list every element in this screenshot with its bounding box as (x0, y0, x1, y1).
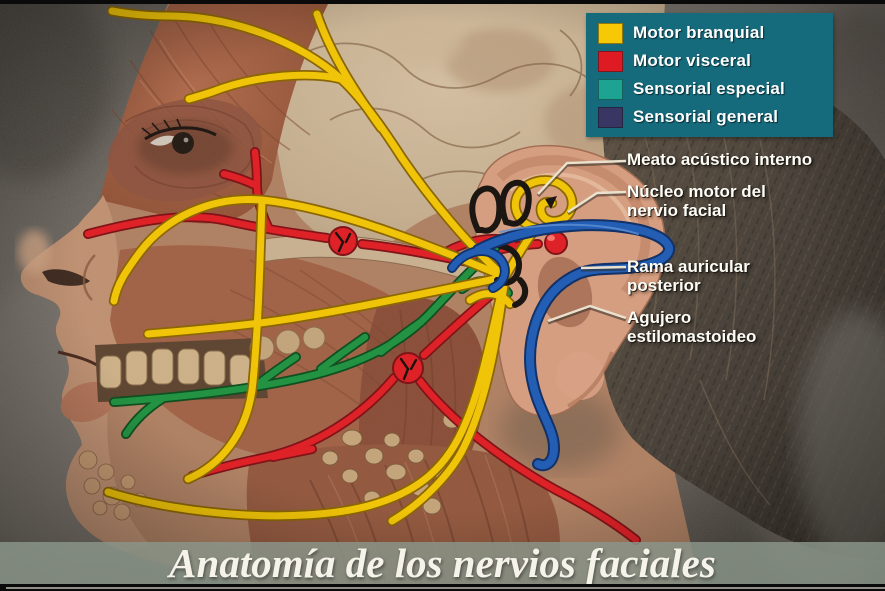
legend-box: Motor branquial Motor visceral Sensorial… (586, 13, 833, 137)
legend-swatch-red (598, 50, 623, 72)
label-agujero-estilomastoideo: Agujero estilomastoideo (627, 308, 757, 346)
page-title: Anatomía de los nervios faciales (169, 540, 716, 586)
label-nucleo-motor-nervio-facial: Núcleo motor del nervio facial (627, 182, 766, 220)
legend-label: Motor branquial (633, 23, 765, 42)
legend-swatch-navy (598, 106, 623, 128)
legend-label: Motor visceral (633, 51, 752, 70)
label-rama-auricular-posterior: Rama auricular posterior (627, 257, 750, 295)
top-black-bar (0, 0, 885, 4)
legend-swatch-yellow (598, 22, 623, 44)
legend-item-sensorial-especial: Sensorial especial (586, 78, 833, 100)
legend-label: Sensorial especial (633, 79, 785, 98)
legend-label: Sensorial general (633, 107, 779, 126)
title-band: Anatomía de los nervios faciales (0, 542, 885, 584)
legend-swatch-teal (598, 78, 623, 100)
legend-item-motor-branquial: Motor branquial (586, 22, 833, 44)
legend-item-sensorial-general: Sensorial general (586, 106, 833, 128)
bottom-gray-line (6, 587, 885, 589)
legend-item-motor-visceral: Motor visceral (586, 50, 833, 72)
label-meato-acustico-interno: Meato acústico interno (627, 150, 813, 169)
